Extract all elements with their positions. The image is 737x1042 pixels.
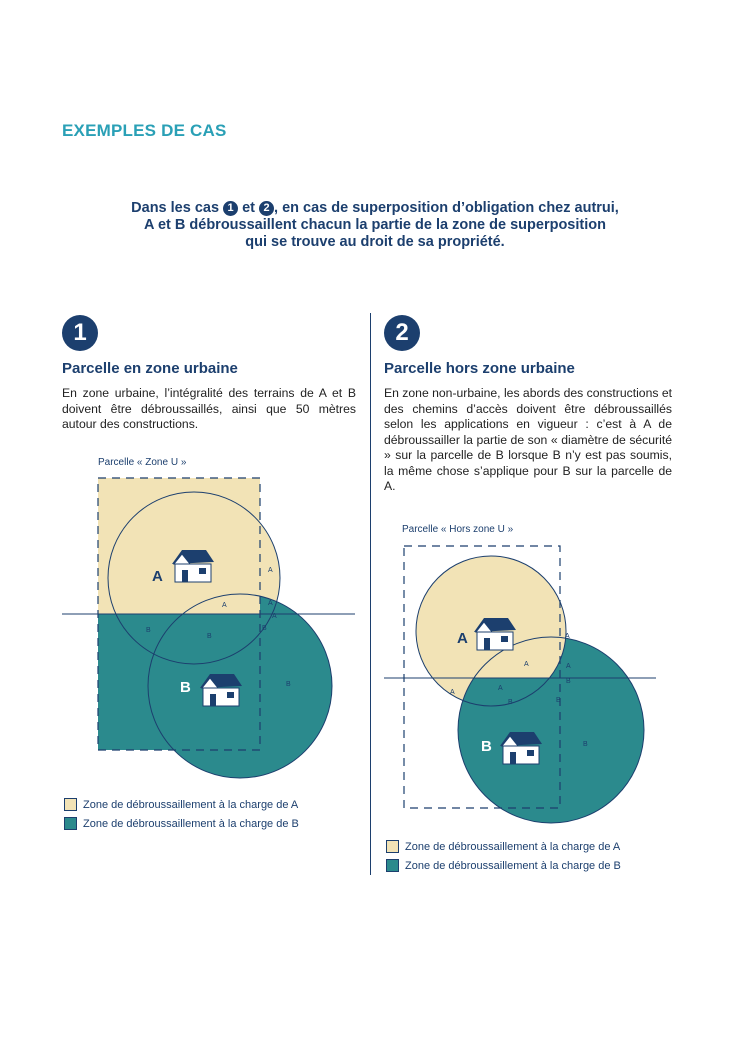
case-2-circle-a [415,555,567,707]
case-2-small-a-3: A [566,663,571,670]
case-1-house-b-icon [200,674,242,707]
case-2-text: En zone non-urbaine, les abords des cons… [384,386,672,493]
case-1-small-a-2: A [222,602,227,609]
intro-text: Dans les cas 1 et 2, en cas de superposi… [70,200,680,251]
intro-line-1: Dans les cas 1 et 2, en cas de superposi… [70,200,680,217]
intro-line-2: A et B débroussaillent chacun la partie … [144,217,606,233]
case-2-small-b-3: B [556,697,561,704]
case-1-small-b-4: B [286,681,291,688]
legend-swatch-b [386,859,399,872]
case-1-diagram: Parcelle « Zone U » A B A A A A B B B B [62,457,355,779]
intro-line-3: qui se trouve au droit de sa propriété. [245,234,505,250]
case-1-legend-b: Zone de débroussaillement à la charge de… [64,817,299,830]
case-2-title: Parcelle hors zone urbaine [384,360,575,377]
case-2-small-a-1: A [565,633,570,640]
case-1-legend-a: Zone de débroussaillement à la charge de… [64,798,299,811]
case-1-small-a-3: A [268,600,273,607]
legend-swatch-b [64,817,77,830]
case-1-house-b-label: B [180,679,191,696]
case-2-house-b-label: B [481,738,492,755]
case-1-small-b-2: B [207,633,212,640]
case-2-legend-a: Zone de débroussaillement à la charge de… [386,840,621,853]
case-2-zone-b [458,637,644,823]
case-1-small-a-4: A [272,613,277,620]
case-1-small-a-1: A [268,567,273,574]
case-2-legend-a-label: Zone de débroussaillement à la charge de… [405,840,621,853]
case-1-text: En zone urbaine, l’intégralité des terra… [62,386,356,431]
case-1-legend-b-label: Zone de débroussaillement à la charge de… [83,817,299,830]
case-1-badge: 1 [62,315,98,351]
case-1-circle-a [107,491,281,665]
case-1-small-b-3: B [262,625,267,632]
case-2-legend-b: Zone de débroussaillement à la charge de… [386,859,621,872]
intro-line-1-start: Dans les cas [131,200,224,216]
case-2-marker: 2 [259,201,275,216]
case-2-circle-b [457,636,645,824]
case-2-parcel-outline [403,545,561,809]
case-1-marker: 1 [223,201,239,216]
legend-swatch-a [386,840,399,853]
case-2-small-b-1: B [566,678,571,685]
case-2-small-a-5: A [498,685,503,692]
case-1-house-a-label: A [152,568,163,585]
case-2-house-a-label: A [457,630,468,647]
intro-line-1-mid: et [238,200,260,216]
case-2-legend-b-label: Zone de débroussaillement à la charge de… [405,859,621,872]
case-2-small-b-2: B [508,699,513,706]
case-1-small-b-1: B [146,627,151,634]
case-2-small-a-2: A [524,661,529,668]
case-2-legend: Zone de débroussaillement à la charge de… [386,840,621,872]
case-2-badge: 2 [384,315,420,351]
case-2-house-a-icon [474,618,516,651]
legend-swatch-a [64,798,77,811]
case-1-legend-a-label: Zone de débroussaillement à la charge de… [83,798,299,811]
case-2-diagram: Parcelle « Hors zone U » A B A A A A A B… [384,524,656,824]
case-2-small-a-4: A [450,689,455,696]
case-2-small-b-4: B [583,741,588,748]
case-1-parcel-label: Parcelle « Zone U » [98,457,187,468]
case-1-circle-b [147,593,333,779]
case-2-parcel-label: Parcelle « Hors zone U » [402,524,514,535]
intro-line-1-end: , en cas de superposition d’obligation c… [274,200,619,216]
case-2-house-b-icon [500,732,542,765]
page-title: EXEMPLES DE CAS [62,121,227,140]
case-1-house-a-icon [172,550,214,583]
column-divider [370,313,371,875]
case-2-overlap [416,556,566,678]
case-1-title: Parcelle en zone urbaine [62,360,238,377]
case-1-legend: Zone de débroussaillement à la charge de… [64,798,299,830]
